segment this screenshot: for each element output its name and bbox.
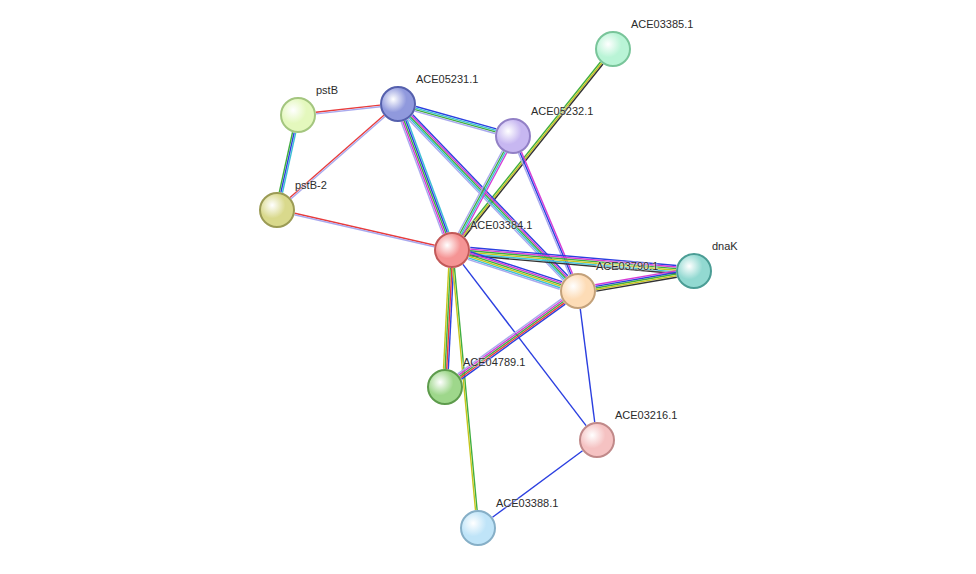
protein-node: pstB (280, 97, 316, 133)
node-label: dnaK (712, 240, 738, 253)
protein-node: ACE03216.1 (579, 422, 615, 458)
evidence-strand (470, 253, 562, 283)
evidence-strand (295, 213, 435, 245)
protein-node: ACE03385.1 (595, 31, 631, 67)
evidence-strand (279, 132, 292, 192)
interaction-edge (492, 451, 582, 518)
interaction-edge (468, 252, 562, 289)
evidence-strand (468, 258, 560, 288)
evidence-strand (461, 303, 565, 378)
node-label: ACE03385.1 (631, 18, 693, 31)
evidence-strand (596, 277, 677, 291)
protein-node: ACE03388.1 (460, 510, 496, 546)
protein-node: dnaK (676, 253, 712, 289)
evidence-strand (596, 274, 677, 288)
node-label: ACE03388.1 (496, 497, 558, 510)
evidence-strand (469, 255, 561, 285)
evidence-strand (468, 259, 560, 289)
evidence-strand (461, 304, 565, 379)
interaction-edge (279, 132, 295, 193)
evidence-strand (465, 64, 603, 237)
interaction-edge (444, 268, 454, 369)
interaction-edge (458, 299, 566, 379)
protein-node: ACE05231.1 (380, 86, 416, 122)
evidence-strand (492, 451, 582, 518)
evidence-strand (406, 120, 448, 232)
protein-node: ACE03790.1 (560, 273, 596, 309)
interaction-edge (316, 105, 380, 114)
node-label: ACE03790.1 (596, 260, 658, 273)
evidence-strand (404, 121, 446, 233)
evidence-strand (596, 276, 677, 290)
node-label: ACE05231.1 (416, 73, 478, 86)
evidence-strand (444, 268, 449, 369)
node-label: ACE04789.1 (463, 356, 525, 369)
evidence-strand (416, 107, 496, 129)
node-label: pstB (316, 84, 338, 97)
evidence-strand (282, 133, 295, 193)
interaction-edge (294, 213, 434, 247)
protein-node: ACE05232.1 (495, 118, 531, 154)
evidence-strand (463, 63, 601, 236)
evidence-strand (470, 252, 562, 282)
evidence-strand (469, 256, 561, 286)
evidence-strand (459, 300, 563, 375)
evidence-strand (580, 309, 594, 422)
node-label: ACE03216.1 (615, 409, 677, 422)
node-label: pstB-2 (295, 179, 327, 192)
interaction-edge (580, 309, 594, 422)
protein-node: pstB-2 (259, 192, 295, 228)
evidence-strand (403, 121, 445, 233)
protein-node: ACE04789.1 (427, 369, 463, 405)
interaction-edge (462, 62, 603, 237)
interaction-edge (595, 271, 677, 291)
interaction-edge (518, 152, 572, 275)
evidence-strand (416, 108, 496, 130)
evidence-strand (316, 105, 380, 112)
evidence-strand (462, 62, 600, 235)
evidence-strand (458, 299, 562, 374)
node-label: ACE05232.1 (531, 105, 593, 118)
evidence-strand (415, 110, 495, 132)
evidence-strand (281, 133, 294, 193)
evidence-strand (460, 302, 564, 377)
protein-node: ACE03384.1 (434, 232, 470, 268)
node-label: ACE03384.1 (470, 219, 532, 232)
evidence-strand (294, 215, 434, 247)
evidence-strand (413, 115, 568, 276)
evidence-strand (316, 107, 380, 114)
